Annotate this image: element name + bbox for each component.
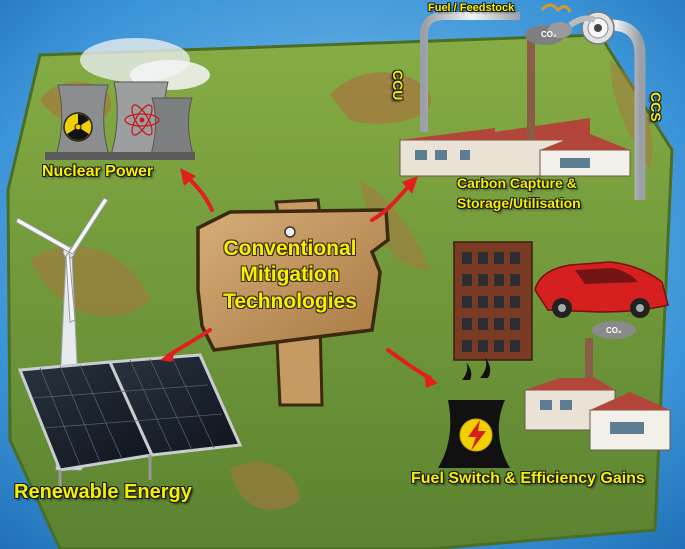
co2-top-label: CO₂ xyxy=(541,30,557,39)
sign-line-2: Mitigation xyxy=(240,263,340,287)
sports-car xyxy=(534,261,669,318)
nuclear-power-label: Nuclear Power xyxy=(42,163,154,180)
power-plant-icon xyxy=(438,356,510,468)
co2-mid-label: CO₂ xyxy=(606,326,622,335)
sign-line-1: Conventional xyxy=(223,237,357,260)
flame-icon xyxy=(540,3,572,13)
fuel-feedstock-label: Fuel / Feedstock xyxy=(428,2,515,14)
ccs-label: CCS xyxy=(648,92,664,122)
ccs-pipe-bend xyxy=(568,15,597,28)
sign-title: Conventional Mitigation Technologies xyxy=(210,236,370,315)
factory xyxy=(524,338,671,451)
fuel-switch-label: Fuel Switch & Efficiency Gains xyxy=(411,470,645,487)
solar-panels xyxy=(17,353,243,490)
co2-cloud xyxy=(592,321,636,339)
dirt-patch xyxy=(360,180,430,270)
ccu-label: CCU xyxy=(390,70,406,101)
nuclear-plant xyxy=(45,38,210,160)
ccus-label-line1: Carbon Capture & xyxy=(457,175,577,191)
dirt-patch xyxy=(30,245,150,317)
sign-line-3: Technologies xyxy=(223,289,357,313)
ccu-pipe xyxy=(420,12,520,132)
ccus-plant: CO₂ xyxy=(399,3,646,200)
atom-icon xyxy=(124,104,160,136)
wooden-sign xyxy=(196,198,390,407)
renewable-energy-label: Renewable Energy xyxy=(14,481,192,503)
dirt-patch xyxy=(330,72,432,124)
ccus-label-line2: Storage/Utilisation xyxy=(457,195,581,211)
lightning-bolt-icon xyxy=(468,420,486,451)
apartment-building xyxy=(453,241,533,361)
dirt-patch xyxy=(230,461,300,510)
